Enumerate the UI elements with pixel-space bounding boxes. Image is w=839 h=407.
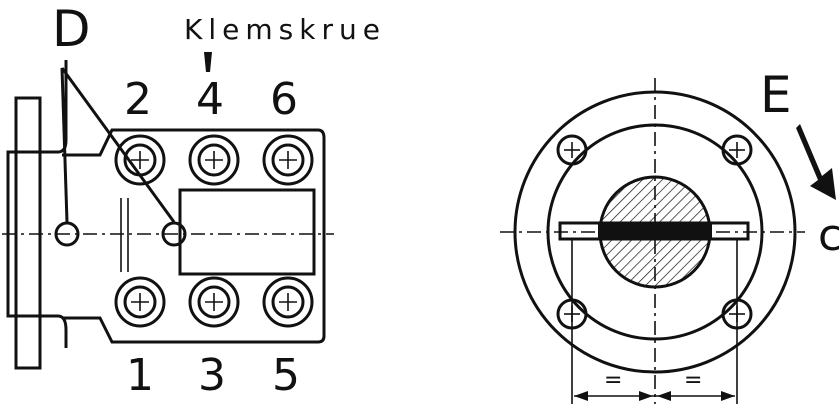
equal-sign-left: = [604,368,623,393]
bolt-number-6: 6 [270,74,298,125]
label-d: D [52,0,91,58]
rotation-arrow-e [796,124,836,200]
label-e: E [760,66,792,124]
bolt-number-3: 3 [198,350,226,401]
leader-d-1 [60,67,69,223]
front-view [500,78,836,404]
coupling-body [62,128,326,344]
dim-arrow-mid-r [657,391,671,401]
bolt-4 [188,134,240,186]
equal-sign-right: = [684,368,703,393]
leader-d-2 [60,67,176,223]
clamp-screw-arrow [204,52,212,72]
label-klemskrue: Klemskrue [184,13,386,46]
bolt-number-5: 5 [272,350,300,401]
front-bolt-top-right [721,134,753,166]
bolt-3 [188,276,240,328]
bolt-5 [262,276,314,328]
label-c: c [818,210,839,261]
dim-arrow-mid-l [639,391,653,401]
bolt-2 [114,134,166,186]
dim-arrow-left [574,391,588,401]
slot-window [178,188,316,276]
hole-d-right [161,221,187,247]
dim-arrow-right [721,391,735,401]
bolt-number-1: 1 [126,350,154,401]
front-bolt-top-left [556,134,588,166]
flange-plate [14,96,42,370]
bolt-6 [262,134,314,186]
bolt-number-4: 4 [196,74,224,125]
key-bar-dark [598,224,712,238]
bolt-number-2: 2 [124,74,152,125]
bolt-1 [114,276,166,328]
neck-bottom [40,314,68,348]
side-view [2,52,334,370]
hole-d-left [54,221,80,247]
